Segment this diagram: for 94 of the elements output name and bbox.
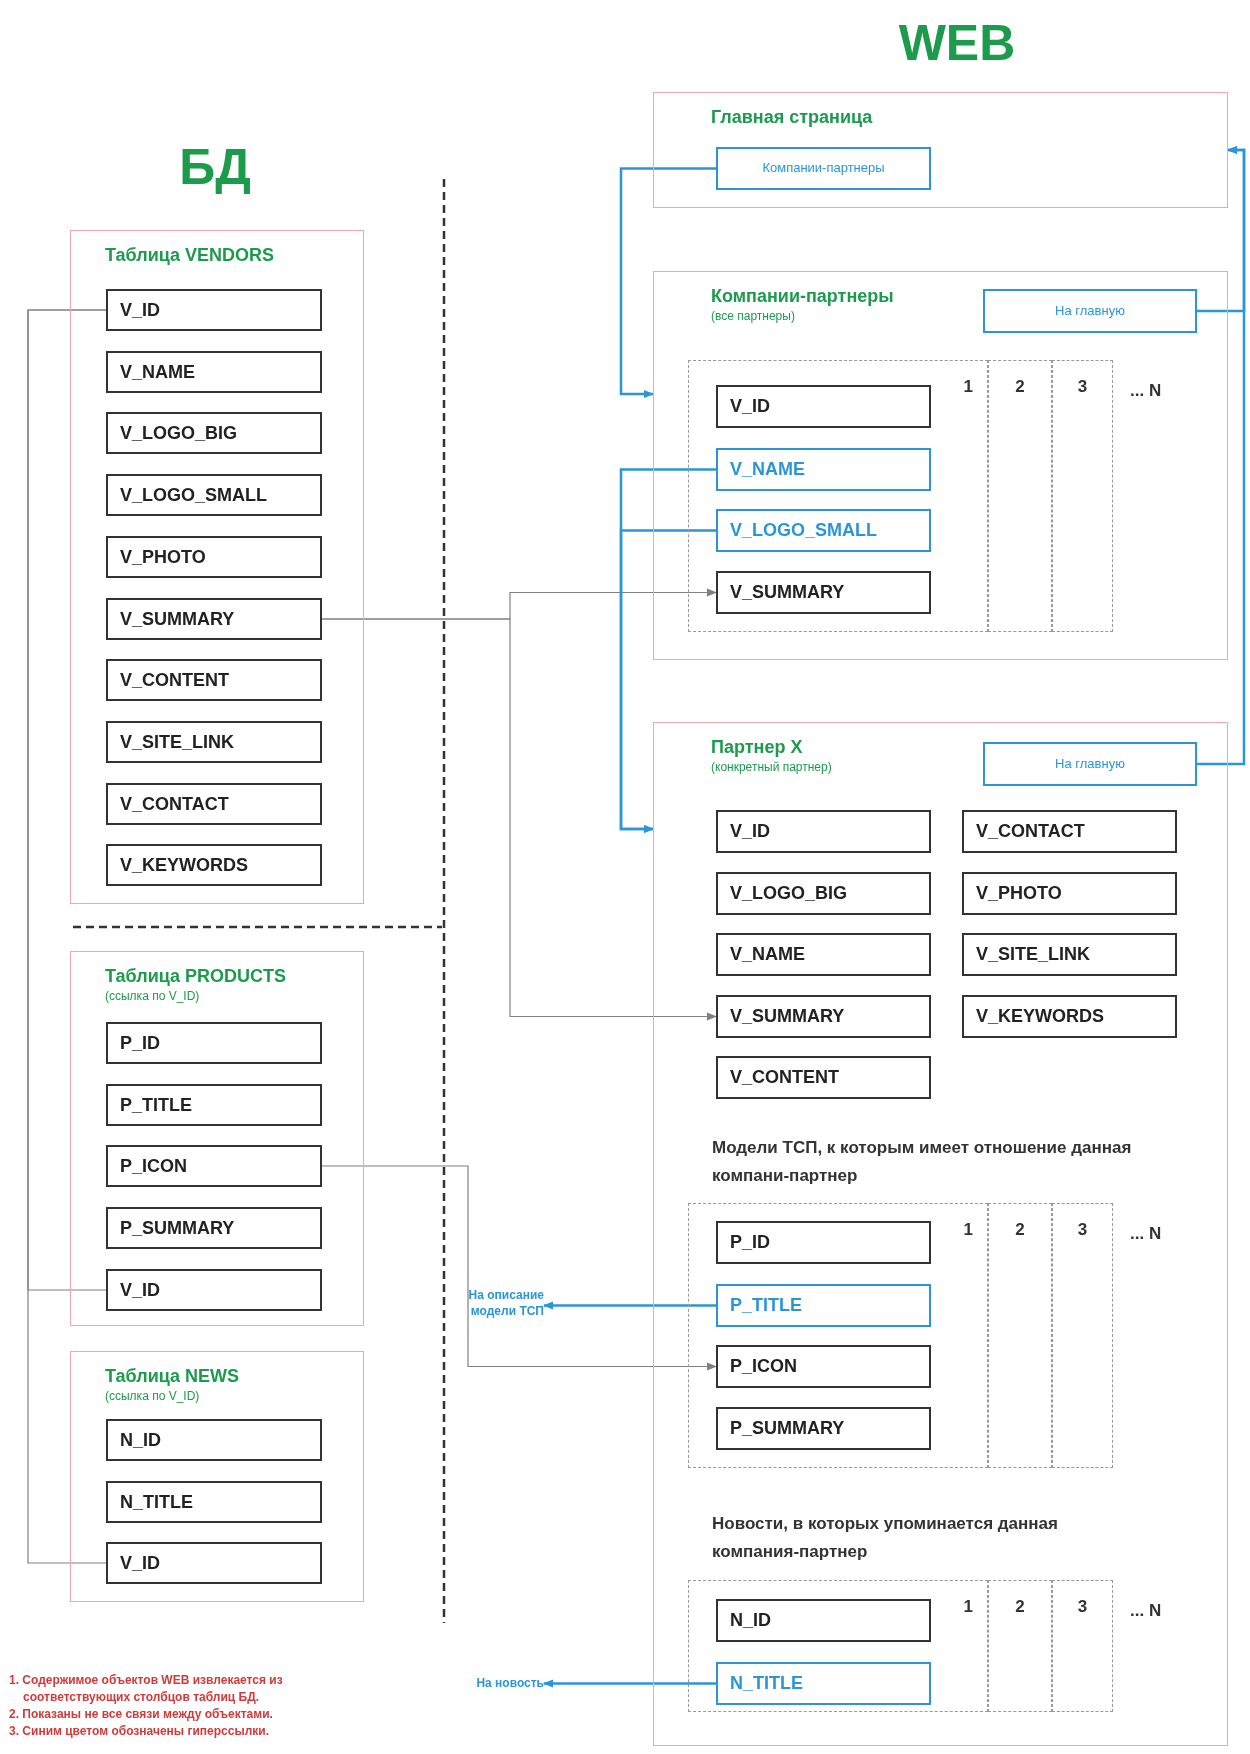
dashed-list-column bbox=[1052, 1580, 1113, 1712]
column-field: V_NAME bbox=[716, 933, 931, 976]
hyperlink-field: P_TITLE bbox=[716, 1284, 931, 1327]
column-field: V_CONTACT bbox=[962, 810, 1177, 853]
footnote: 1. Содержимое объектов WEB извлекается из соответствующих столбцов таблиц БД. bbox=[9, 1672, 284, 1706]
panel-title: Таблица PRODUCTS bbox=[105, 965, 287, 987]
column-field: P_ID bbox=[106, 1022, 322, 1064]
column-field: V_SUMMARY bbox=[716, 995, 931, 1038]
column-field: V_SITE_LINK bbox=[106, 721, 322, 763]
section-heading: WEB bbox=[897, 14, 1017, 73]
dashed-list-column bbox=[688, 360, 988, 632]
column-field: P_SUMMARY bbox=[716, 1407, 931, 1450]
arrow bbox=[619, 167, 716, 398]
column-number: ... N bbox=[1130, 1223, 1162, 1245]
dashed-list-column bbox=[1052, 1203, 1113, 1468]
connector-line bbox=[27, 309, 107, 1564]
arrow bbox=[543, 1301, 716, 1310]
column-field: N_TITLE bbox=[106, 1481, 322, 1523]
column-field: V_ID bbox=[106, 289, 322, 331]
column-field: V_SUMMARY bbox=[716, 571, 931, 614]
page-panel bbox=[653, 271, 1228, 660]
column-field: V_CONTACT bbox=[106, 783, 322, 825]
column-number: ... N bbox=[1130, 1600, 1162, 1622]
column-number: 2 bbox=[1014, 377, 1026, 397]
column-field: P_TITLE bbox=[106, 1084, 322, 1126]
list-heading: Модели ТСП, к которым имеет отношение данная компани-партнер bbox=[712, 1137, 1133, 1187]
footnote: 2. Показаны не все связи между объектами. bbox=[9, 1706, 274, 1723]
dashed-list-column bbox=[688, 1203, 988, 1468]
dashed-list-column bbox=[688, 1580, 988, 1712]
panel-subtitle: (ссылка по V_ID) bbox=[105, 989, 200, 1003]
panel-title: Таблица NEWS bbox=[105, 1365, 240, 1387]
column-field: V_PHOTO bbox=[962, 872, 1177, 915]
panel-title: Таблица VENDORS bbox=[105, 244, 275, 266]
panel-title: Главная страница bbox=[711, 106, 873, 128]
link-caption: На новость bbox=[452, 1675, 544, 1693]
column-field: V_LOGO_SMALL bbox=[106, 474, 322, 516]
column-field: N_ID bbox=[106, 1419, 322, 1461]
column-field: V_KEYWORDS bbox=[106, 844, 322, 886]
column-number: 1 bbox=[963, 1597, 973, 1617]
hyperlink-field: V_NAME bbox=[716, 448, 931, 491]
column-field: V_CONTENT bbox=[106, 659, 322, 701]
column-number: ... N bbox=[1130, 380, 1162, 402]
panel-subtitle: (конкретный партнер) bbox=[711, 760, 832, 774]
column-field: P_ICON bbox=[106, 1145, 322, 1187]
column-field: V_PHOTO bbox=[106, 536, 322, 578]
dashed-list-column bbox=[988, 1580, 1052, 1712]
column-field: P_ID bbox=[716, 1221, 931, 1264]
column-field: V_KEYWORDS bbox=[962, 995, 1177, 1038]
arrow bbox=[619, 529, 716, 833]
column-field: V_LOGO_BIG bbox=[716, 872, 931, 915]
table-panel bbox=[70, 1351, 364, 1602]
column-field: P_ICON bbox=[716, 1345, 931, 1388]
panel-subtitle: (ссылка по V_ID) bbox=[105, 1389, 200, 1403]
panel-title: Партнер X bbox=[711, 736, 803, 758]
panel-subtitle: (все партнеры) bbox=[711, 309, 795, 323]
column-number: 2 bbox=[1014, 1597, 1026, 1617]
dashed-list-column bbox=[988, 360, 1052, 632]
footnote: 3. Синим цветом обозначены гиперссылки. bbox=[9, 1723, 270, 1740]
link-button: На главную bbox=[983, 742, 1197, 786]
column-number: 3 bbox=[1076, 1220, 1089, 1240]
page-panel bbox=[653, 722, 1228, 1746]
column-field: V_SITE_LINK bbox=[962, 933, 1177, 976]
arrow bbox=[321, 1165, 717, 1371]
page-panel bbox=[653, 92, 1228, 208]
column-field: V_ID bbox=[106, 1269, 322, 1311]
hyperlink-field: N_TITLE bbox=[716, 1662, 931, 1705]
link-button: Компании-партнеры bbox=[716, 147, 931, 190]
panel-title: Компании-партнеры bbox=[711, 285, 894, 307]
dashed-list-column bbox=[988, 1203, 1052, 1468]
list-heading: Новости, в которых упоминается данная компания-партнер bbox=[712, 1513, 1059, 1563]
column-field: V_ID bbox=[716, 385, 931, 428]
table-panel bbox=[70, 230, 364, 904]
column-number: 1 bbox=[963, 1220, 973, 1240]
column-number: 2 bbox=[1014, 1220, 1026, 1240]
link-button: На главную bbox=[983, 289, 1197, 333]
column-field: V_ID bbox=[716, 810, 931, 853]
column-field: P_SUMMARY bbox=[106, 1207, 322, 1249]
dashed-list-column bbox=[1052, 360, 1113, 632]
column-field: V_NAME bbox=[106, 351, 322, 393]
link-caption: На описание модели ТСП bbox=[452, 1287, 544, 1323]
hyperlink-field: V_LOGO_SMALL bbox=[716, 509, 931, 552]
section-heading: БД bbox=[178, 138, 252, 197]
column-field: N_ID bbox=[716, 1599, 931, 1642]
column-number: 3 bbox=[1076, 377, 1089, 397]
column-field: V_LOGO_BIG bbox=[106, 412, 322, 454]
column-number: 3 bbox=[1076, 1597, 1089, 1617]
column-field: V_CONTENT bbox=[716, 1056, 931, 1099]
column-field: V_ID bbox=[106, 1542, 322, 1584]
column-number: 1 bbox=[963, 377, 973, 397]
arrow bbox=[543, 1679, 716, 1688]
arrow bbox=[1197, 146, 1246, 766]
table-panel bbox=[70, 951, 364, 1326]
column-field: V_SUMMARY bbox=[106, 598, 322, 640]
arrow bbox=[321, 618, 717, 1021]
